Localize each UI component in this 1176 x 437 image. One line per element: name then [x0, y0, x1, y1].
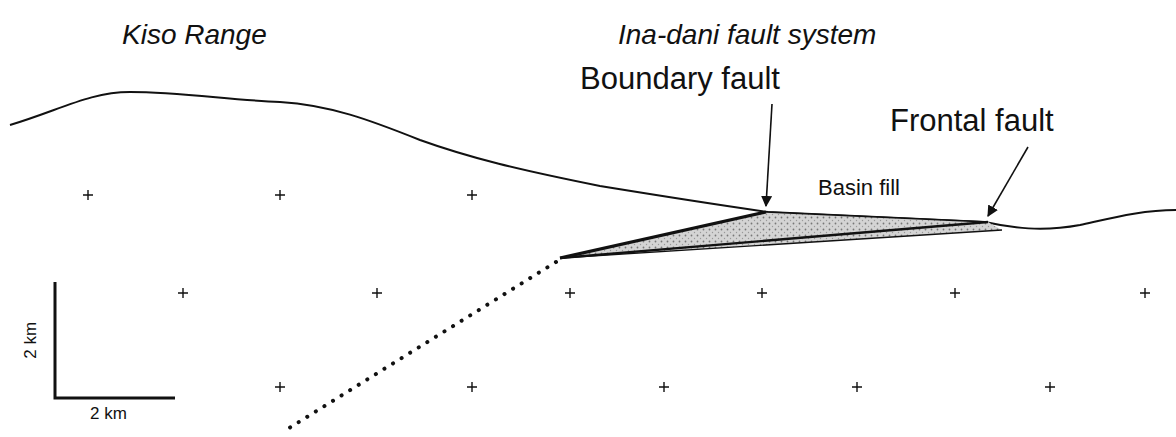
basin-fill [560, 212, 1002, 258]
basin-base [560, 230, 1002, 258]
inferred-fault [286, 262, 556, 430]
basement-cross [1045, 382, 1055, 392]
topographic-surface [10, 92, 1176, 229]
basement-cross [275, 190, 285, 200]
basement-cross [950, 288, 960, 298]
basement-cross [83, 190, 93, 200]
leader-arrow [766, 104, 772, 206]
scale-label: 2 km [22, 322, 41, 359]
basement-cross [565, 288, 575, 298]
basement-cross [1140, 288, 1150, 298]
range-name: Kiso Range [122, 20, 267, 51]
scale-bar [55, 282, 175, 398]
fault-system-name: Ina-dani fault system [618, 20, 876, 51]
leader-arrow [988, 147, 1028, 216]
frontal-fault-line [560, 222, 988, 258]
basement-cross [467, 382, 477, 392]
fault-label: Boundary fault [580, 62, 780, 96]
basement-cross [372, 288, 382, 298]
basement-cross [852, 382, 862, 392]
fault-label: Frontal fault [890, 104, 1054, 138]
basement-cross [467, 190, 477, 200]
basement-cross [178, 288, 188, 298]
basement-cross [757, 288, 767, 298]
scale-label: 2 km [90, 405, 127, 424]
basement-symbols [83, 190, 1150, 392]
basement-cross [275, 382, 285, 392]
unit-label: Basin fill [818, 176, 900, 200]
basement-cross [659, 382, 669, 392]
basin-top [766, 212, 988, 222]
